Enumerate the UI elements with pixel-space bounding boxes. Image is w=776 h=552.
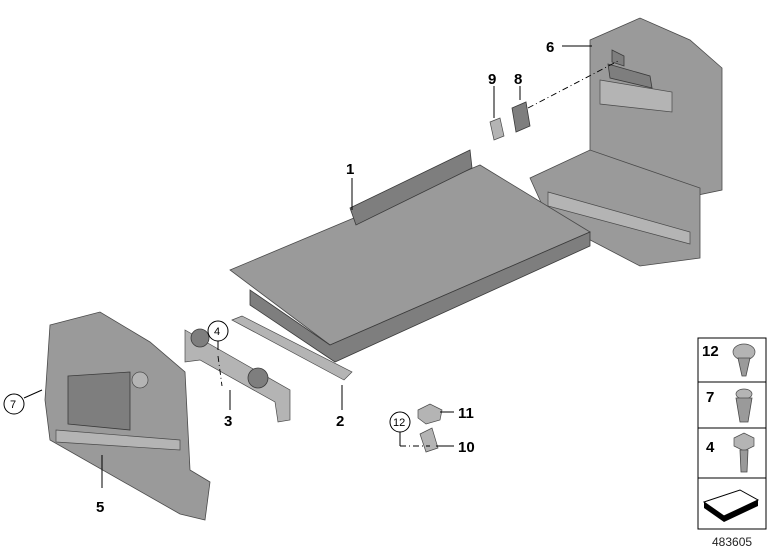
- callout-7: 7: [10, 399, 16, 411]
- right-side-trim-panel: [529, 17, 723, 267]
- assembly-line-4-3: [217, 355, 223, 387]
- fastener-legend: 12 7 4: [697, 337, 767, 530]
- hex-bolt-icon: [733, 432, 755, 473]
- callout-10: 10: [458, 439, 475, 456]
- clip-part-8: [511, 101, 531, 133]
- callout-4: 4: [214, 326, 220, 338]
- assembly-lines: [217, 59, 621, 447]
- rail-part-2: [231, 315, 353, 381]
- callout-9: 9: [488, 71, 496, 88]
- legend-label-7: 7: [706, 389, 714, 406]
- callout-4-circle: [207, 320, 229, 342]
- clip-part-9: [489, 117, 505, 141]
- callout-11: 11: [458, 405, 474, 422]
- reference-number: 483605: [712, 535, 752, 549]
- screw-icon: [732, 343, 756, 377]
- callout-6: 6: [546, 39, 554, 56]
- leader-lines: [23, 45, 592, 488]
- callout-1: 1: [346, 161, 354, 178]
- callout-2: 2: [336, 413, 344, 430]
- assembly-line-8-6: [527, 59, 621, 109]
- parts-symbol-icon: [702, 489, 760, 522]
- clip-part-11: [417, 403, 443, 425]
- callout-8: 8: [514, 71, 522, 88]
- callout-12: 12: [393, 417, 405, 429]
- left-side-trim-panel: [44, 311, 211, 521]
- legend-label-4: 4: [706, 439, 715, 456]
- callout-7-circle: [3, 393, 25, 415]
- clip-part-10: [419, 427, 439, 453]
- legend-label-12: 12: [702, 343, 719, 360]
- callout-3: 3: [224, 413, 232, 430]
- callout-5: 5: [96, 499, 104, 516]
- expanding-rivet-icon: [735, 388, 753, 423]
- callout-12-circle: [389, 411, 411, 433]
- floor-panel: [229, 149, 591, 363]
- bracket-part-3: [184, 328, 291, 423]
